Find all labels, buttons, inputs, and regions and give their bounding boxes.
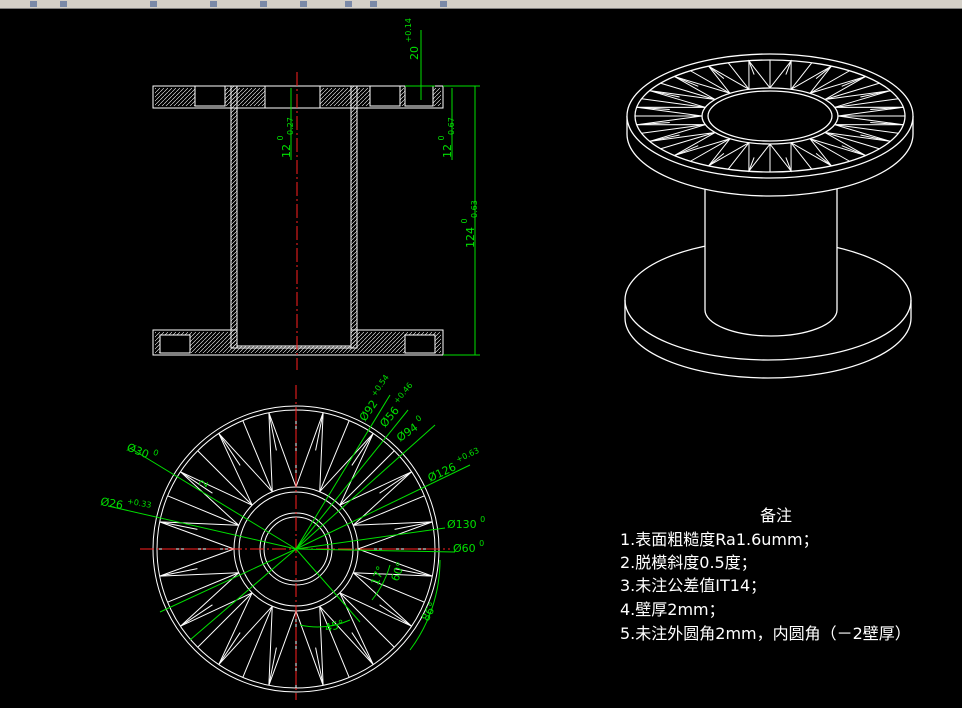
dim-angle-45: 45° bbox=[323, 617, 345, 635]
rib bbox=[708, 65, 725, 80]
rib bbox=[636, 106, 670, 110]
toolbar-strip bbox=[0, 0, 962, 9]
rib bbox=[197, 433, 273, 506]
rib bbox=[268, 412, 277, 451]
rib bbox=[649, 134, 680, 142]
rib bbox=[218, 632, 241, 665]
section-view bbox=[152, 85, 444, 356]
rib bbox=[769, 59, 792, 90]
rib bbox=[690, 65, 750, 94]
rib bbox=[824, 124, 899, 142]
rib bbox=[641, 90, 716, 108]
rib bbox=[860, 134, 891, 142]
toolbar-icon[interactable] bbox=[60, 1, 67, 7]
rib bbox=[708, 152, 725, 167]
rib bbox=[351, 632, 374, 665]
toolbar-icon[interactable] bbox=[345, 1, 352, 7]
rib bbox=[785, 60, 792, 75]
rib bbox=[834, 98, 904, 117]
rib bbox=[870, 122, 904, 126]
rib bbox=[674, 76, 699, 87]
rib bbox=[649, 90, 680, 98]
rib bbox=[748, 60, 755, 75]
dim-d130: Ø130 0 bbox=[447, 515, 485, 531]
dim-d94: Ø94 0 bbox=[393, 413, 428, 444]
rib bbox=[353, 495, 433, 550]
dim-d60: Ø60 0 bbox=[453, 539, 484, 555]
rib bbox=[268, 606, 297, 688]
rib bbox=[815, 65, 832, 80]
dim-angle-86: 86° bbox=[419, 600, 440, 623]
dim-slot-depth-left: 12 0 -0.27 bbox=[273, 117, 295, 158]
rib bbox=[379, 604, 412, 627]
rib bbox=[218, 433, 241, 466]
dim-overall-height: 124 0 -0.63 bbox=[457, 200, 479, 248]
rib bbox=[379, 471, 412, 494]
rib bbox=[636, 122, 670, 126]
toolbar-icon[interactable] bbox=[370, 1, 377, 7]
toolbar-icon[interactable] bbox=[30, 1, 37, 7]
rib bbox=[790, 138, 850, 167]
dim-slot-depth-right: 12 0 -0.67 bbox=[434, 117, 456, 158]
rib bbox=[708, 138, 750, 170]
rib bbox=[159, 568, 198, 577]
rib bbox=[824, 82, 891, 108]
rib bbox=[727, 59, 771, 90]
dim-angle-17: 17° bbox=[369, 564, 388, 587]
rib bbox=[748, 157, 755, 172]
rib bbox=[394, 521, 433, 530]
dim-angle-60: 60° bbox=[389, 560, 408, 583]
rib bbox=[295, 410, 324, 492]
toolbar-icon[interactable] bbox=[210, 1, 217, 7]
toolbar-icon[interactable] bbox=[440, 1, 447, 7]
dim-slot-width: 20 +0.14 bbox=[404, 18, 421, 60]
isometric-view bbox=[624, 53, 914, 379]
dim-d126: Ø126 +0.63 bbox=[425, 446, 484, 485]
rib bbox=[860, 90, 891, 98]
rib bbox=[841, 145, 866, 156]
rib bbox=[636, 115, 706, 134]
rib bbox=[841, 76, 866, 87]
toolbar-icon[interactable] bbox=[260, 1, 267, 7]
rib bbox=[870, 106, 904, 110]
rib bbox=[157, 521, 239, 550]
toolbar-icon[interactable] bbox=[300, 1, 307, 7]
rib bbox=[339, 450, 412, 526]
rib bbox=[351, 433, 374, 466]
rib bbox=[834, 115, 905, 126]
rib bbox=[180, 572, 253, 648]
rib bbox=[649, 124, 716, 150]
rib bbox=[785, 157, 792, 172]
rib bbox=[815, 152, 832, 167]
dim-wall: 2 bbox=[197, 478, 212, 489]
rib bbox=[394, 568, 433, 577]
rib bbox=[180, 604, 213, 627]
rib bbox=[315, 647, 324, 686]
toolbar-icon[interactable] bbox=[150, 1, 157, 7]
rib bbox=[159, 521, 198, 530]
rib bbox=[180, 471, 213, 494]
rib bbox=[218, 592, 273, 678]
dim-d26: Ø26 +0.33 bbox=[99, 492, 152, 517]
rib bbox=[268, 647, 277, 686]
rib bbox=[242, 412, 297, 492]
section-dimensions bbox=[290, 30, 480, 356]
rib bbox=[790, 62, 832, 94]
rib bbox=[635, 106, 706, 117]
dim-d30: Ø30 0 bbox=[125, 438, 160, 465]
plan-dimension-lines bbox=[107, 394, 471, 651]
rib bbox=[167, 471, 253, 526]
rib bbox=[315, 412, 324, 451]
cad-drawing: 20 +0.14 12 0 -0.27 12 0 -0.67 124 0 -0.… bbox=[99, 18, 914, 700]
rib bbox=[674, 145, 699, 156]
